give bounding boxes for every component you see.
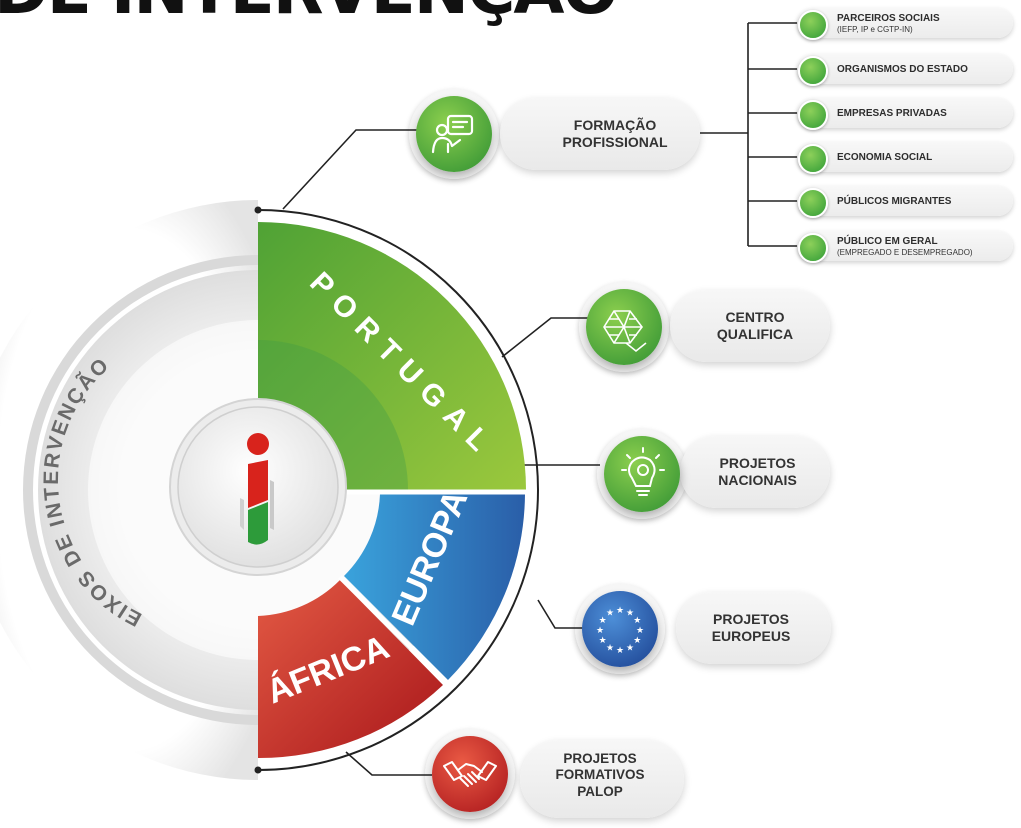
eu-star-icon: ★ <box>626 642 634 652</box>
pillar-label-line2: QUALIFICA <box>716 326 794 343</box>
bullet-icon <box>798 56 828 86</box>
eu-star-icon: ★ <box>596 625 604 635</box>
eu-star-icon: ★ <box>633 615 641 625</box>
audience-label: PÚBLICOS MIGRANTES <box>837 196 952 207</box>
pillar-label-line2: NACIONAIS <box>718 472 797 489</box>
audience-sublabel: (IEFP, IP e CGTP-IN) <box>837 25 913 34</box>
audience-label: EMPRESAS PRIVADAS <box>837 108 947 119</box>
eu-star-icon: ★ <box>633 635 641 645</box>
geometric-mesh-icon <box>579 282 669 372</box>
eu-star-icon: ★ <box>599 635 607 645</box>
audience-organismos-do-estado[interactable]: ORGANISMOS DO ESTADO <box>797 54 1013 86</box>
pill-projetos-formativos-palop[interactable]: PROJETOS FORMATIVOS PALOP <box>520 740 684 818</box>
europa-sector[interactable] <box>344 494 525 680</box>
lightbulb-gear-icon <box>597 429 687 519</box>
page-title: DE INTERVENÇÃO <box>0 0 619 24</box>
pillar-label-line1: PROJETOS <box>563 751 637 766</box>
pillar-label-line2: FORMATIVOS <box>555 767 645 783</box>
audience-label: PÚBLICO EM GERAL <box>837 236 938 247</box>
eu-star-icon: ★ <box>616 645 624 655</box>
audience-parceiros-sociais[interactable]: PARCEIROS SOCIAIS (IEFP, IP e CGTP-IN) <box>797 8 1013 40</box>
bullet-icon <box>798 144 828 174</box>
pillar-label-line2: EUROPEUS <box>711 628 791 645</box>
pill-projetos-nacionais[interactable]: PROJETOS NACIONAIS <box>680 436 830 508</box>
pillar-label-line1: PROJETOS <box>719 455 796 471</box>
audience-economia-social[interactable]: ECONOMIA SOCIAL <box>797 142 1013 174</box>
audience-publico-em-geral[interactable]: PÚBLICO EM GERAL (EMPREGADO E DESEMPREGA… <box>797 231 1013 263</box>
handshake-icon <box>425 729 515 819</box>
bullet-icon <box>798 188 828 218</box>
audience-empresas-privadas[interactable]: EMPRESAS PRIVADAS <box>797 98 1013 130</box>
portugal-sector[interactable] <box>258 222 526 490</box>
bullet-icon <box>798 10 828 40</box>
logo-i-icon <box>240 433 274 545</box>
pillar-label-line1: CENTRO <box>725 309 785 325</box>
eu-star-icon: ★ <box>626 608 634 618</box>
eu-star-icon: ★ <box>636 625 644 635</box>
pillar-label-line1: PROJETOS <box>713 611 789 627</box>
eu-star-icon: ★ <box>606 608 614 618</box>
pillar-label-line2: PROFISSIONAL <box>562 134 668 151</box>
eu-stars-icon: ★★★★★★★★★★★★ <box>575 584 665 674</box>
pill-projetos-europeus[interactable]: PROJETOS EUROPEUS <box>676 592 831 664</box>
bullet-icon <box>798 100 828 130</box>
bullet-icon <box>798 233 828 263</box>
audience-label: PARCEIROS SOCIAIS <box>837 13 940 24</box>
presentation-icon <box>409 89 499 179</box>
pillar-label-line3: PALOP <box>577 783 623 799</box>
eu-star-icon: ★ <box>599 615 607 625</box>
pillar-label-line1: FORMAÇÃO <box>573 117 657 133</box>
pill-centro-qualifica[interactable]: CENTRO QUALIFICA <box>670 290 830 362</box>
audience-publicos-migrantes[interactable]: PÚBLICOS MIGRANTES <box>797 186 1013 218</box>
audience-label: ECONOMIA SOCIAL <box>837 152 933 163</box>
africa-sector[interactable] <box>258 580 443 759</box>
audience-label: ORGANISMOS DO ESTADO <box>837 64 968 75</box>
pill-formacao-profissional[interactable]: FORMAÇÃO PROFISSIONAL <box>500 98 700 170</box>
eu-star-icon: ★ <box>606 642 614 652</box>
audience-sublabel: (EMPREGADO E DESEMPREGADO) <box>837 248 973 257</box>
connector-lines <box>282 22 800 776</box>
eu-star-icon: ★ <box>616 605 624 615</box>
